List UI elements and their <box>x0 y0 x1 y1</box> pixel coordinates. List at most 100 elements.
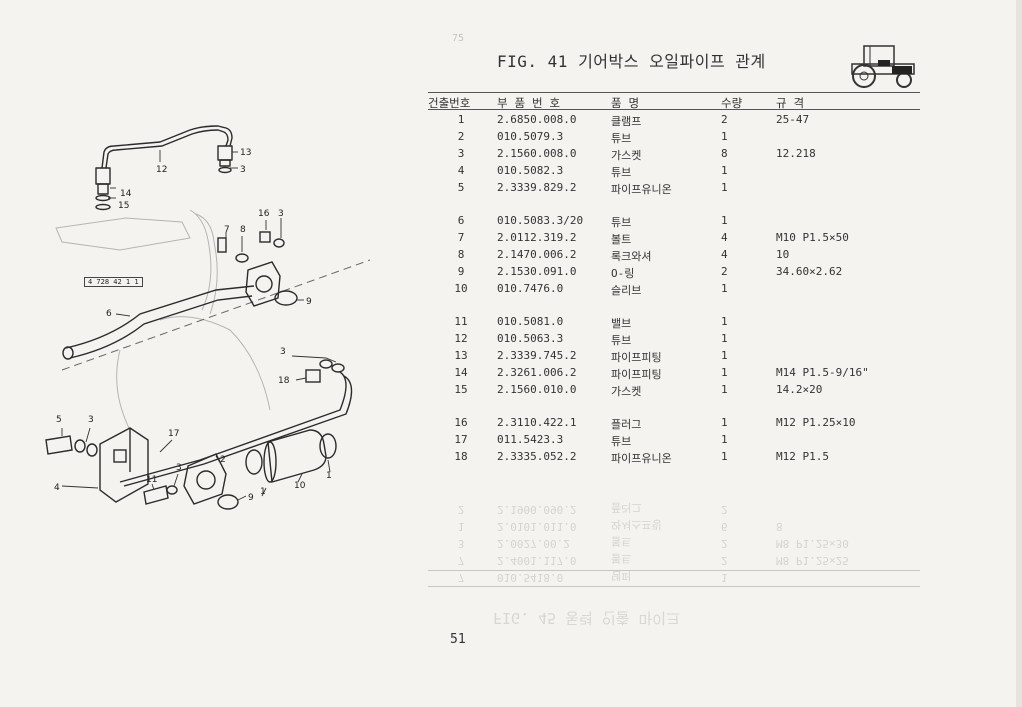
row-spec: 14.2×20 <box>776 383 823 396</box>
row-name: 볼트 <box>611 233 632 246</box>
row-qty: 1 <box>721 366 728 379</box>
table-header-rule <box>428 109 920 110</box>
row-qty: 1 <box>721 450 728 463</box>
row-part-no: 010.7476.0 <box>497 282 564 295</box>
header-name: 품 명 <box>611 96 640 110</box>
row-part-no: 010.5079.3 <box>497 130 564 143</box>
ghost-rule <box>428 570 920 571</box>
row-no: 11 <box>454 315 468 328</box>
row-spec: M12 P1.5 <box>776 450 829 463</box>
ghost-row-qty: 6 <box>721 520 728 533</box>
header-qty: 수량 <box>721 96 743 110</box>
table-row: 18 2.3335.052.2 파이프유니온 1 M12 P1.5 <box>428 450 920 467</box>
row-part-no: 2.6850.008.0 <box>497 113 577 126</box>
row-part-no: 010.5082.3 <box>497 164 564 177</box>
table-row: 5 2.3339.829.2 파이프유니온 1 <box>428 181 920 198</box>
ghost-row-name: 볼트 <box>611 535 632 548</box>
row-part-no: 2.1560.010.0 <box>497 383 577 396</box>
row-part-no: 2.3261.006.2 <box>497 366 577 379</box>
callout-1: 1 <box>260 487 266 497</box>
bleed-through-table: 7 010.5418.0 댐퍼 1 7 2.4001.117.0 볼트 2 M8… <box>428 484 920 584</box>
row-no: 2 <box>457 130 465 143</box>
row-qty: 1 <box>721 349 728 362</box>
ghost-row-spec: 8 <box>776 520 783 533</box>
table-row: 10 010.7476.0 슬리브 1 <box>428 282 920 299</box>
row-no: 10 <box>454 282 468 295</box>
row-spec: 25-47 <box>776 113 810 126</box>
ghost-row: 2 2.1900.090.2 플러그 2 <box>428 499 920 516</box>
ghost-row-part-no: 2.4001.117.0 <box>497 554 577 567</box>
row-part-no: 2.3339.829.2 <box>497 181 577 194</box>
ghost-row-name: 볼트 <box>611 552 632 565</box>
ghost-row-name: 플러그 <box>611 501 642 514</box>
row-no: 14 <box>454 366 468 379</box>
row-qty: 1 <box>721 130 728 143</box>
callout-6: 6 <box>106 309 112 319</box>
callout-4: 4 <box>54 483 60 493</box>
row-name: 밸브 <box>611 317 632 330</box>
ghost-row-no: 2 <box>457 503 465 516</box>
callout-3: 3 <box>176 463 182 473</box>
row-part-no: 2.3335.052.2 <box>497 450 577 463</box>
header-no: 건출번호 <box>428 96 471 110</box>
ghost-row: 3 2.0027.00.2 볼트 2 M8 P1.25×30 <box>428 533 920 550</box>
ghost-row-no: 7 <box>457 554 465 567</box>
row-part-no: 011.5423.3 <box>497 433 564 446</box>
table-row: 8 2.1470.006.2 록크와셔 4 10 <box>428 248 920 265</box>
row-name: 튜브 <box>611 216 632 229</box>
ghost-row-name: 와셔스프링 <box>611 518 662 531</box>
callout-10: 10 <box>294 481 306 491</box>
callout-11: 11 <box>146 475 157 485</box>
table-row: 7 2.0112.319.2 볼트 4 M10 P1.5×50 <box>428 231 920 248</box>
row-part-no: 2.1530.091.0 <box>497 265 577 278</box>
row-name: 파이프피팅 <box>611 368 662 381</box>
row-qty: 2 <box>721 265 728 278</box>
callout-1: 1 <box>326 471 332 481</box>
row-spec: M10 P1.5×50 <box>776 231 849 244</box>
ghost-row-part-no: 2.1900.090.2 <box>497 503 577 516</box>
ghost-row-no: 3 <box>457 537 465 550</box>
row-name: 튜브 <box>611 334 632 347</box>
table-header: 건출번호 부 품 번 호 품 명 수량 규 격 <box>428 93 920 111</box>
callout-18: 18 <box>278 376 290 386</box>
row-spec: 12.218 <box>776 147 816 160</box>
table-row: 14 2.3261.006.2 파이프피팅 1 M14 P1.5-9/16" <box>428 366 920 383</box>
corner-mark: 75 <box>452 33 465 44</box>
row-part-no: 2.1470.006.2 <box>497 248 577 261</box>
row-name: 튜브 <box>611 166 632 179</box>
row-no: 17 <box>454 433 468 446</box>
row-part-no: 2.3110.422.1 <box>497 416 577 429</box>
page-number: 51 <box>450 632 466 647</box>
table-row: 16 2.3110.422.1 플러그 1 M12 P1.25×10 <box>428 416 920 433</box>
row-spec: 34.60×2.62 <box>776 265 843 278</box>
ghost-row-qty: 2 <box>721 503 728 516</box>
row-qty: 1 <box>721 282 728 295</box>
row-no: 16 <box>454 416 468 429</box>
row-no: 1 <box>457 113 465 126</box>
row-qty: 1 <box>721 164 728 177</box>
table-row: 1 2.6850.008.0 클램프 2 25-47 <box>428 113 920 130</box>
row-name: 튜브 <box>611 132 632 145</box>
row-name: 가스켓 <box>611 149 642 162</box>
ghost-row: 1 2.0101.011.0 와셔스프링 6 8 <box>428 516 920 533</box>
row-no: 15 <box>454 383 468 396</box>
row-qty: 2 <box>721 113 728 126</box>
ghost-rule <box>428 586 920 587</box>
row-part-no: 010.5063.3 <box>497 332 564 345</box>
table-row: 4 010.5082.3 튜브 1 <box>428 164 920 181</box>
row-name: 튜브 <box>611 435 632 448</box>
row-no: 12 <box>454 332 468 345</box>
ghost-row-no: 1 <box>457 520 465 533</box>
row-name: 록크와셔 <box>611 250 652 263</box>
row-qty: 1 <box>721 181 728 194</box>
row-name: 가스켓 <box>611 385 642 398</box>
ghost-row: 7 2.4001.117.0 볼트 2 M8 P1.25×25 <box>428 550 920 567</box>
row-name: 클램프 <box>611 115 642 128</box>
ghost-row-spec: M8 P1.25×30 <box>776 537 849 550</box>
ghost-title: FIG. 45 동력 인출 마이크 <box>493 609 680 627</box>
plate-label: 4 728 42 1 1 <box>84 277 143 287</box>
row-qty: 8 <box>721 147 728 160</box>
row-qty: 1 <box>721 383 728 396</box>
table-row: 9 2.1530.091.0 O-링 2 34.60×2.62 <box>428 265 920 282</box>
figure-title: FIG. 41 기어박스 오일파이프 관계 <box>497 52 766 71</box>
